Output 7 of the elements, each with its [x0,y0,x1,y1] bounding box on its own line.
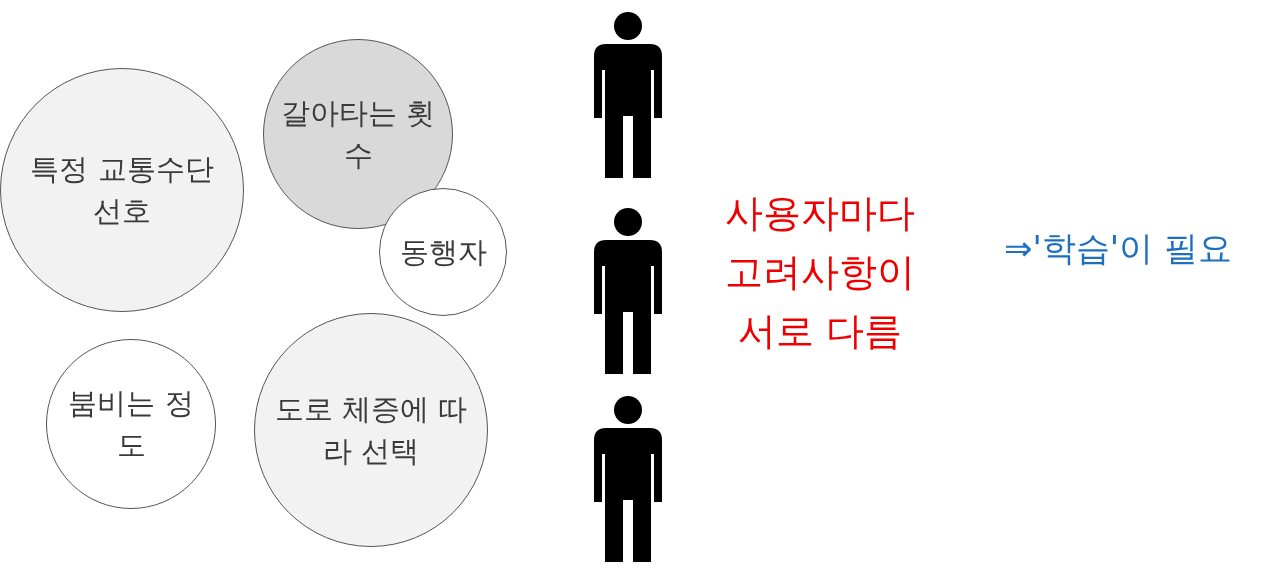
circle-label: 특정 교통수단 선호 [29,150,215,230]
circle-label: 도로 체증에 따라 선택 [273,390,469,470]
circle-label: 갈아타는 횟수 [279,94,437,174]
handwritten-note: 사용자마다 고려사항이 서로 다름 [724,190,916,355]
circle-label: 붐비는 정도 [67,384,195,464]
circle-label: 동행자 [398,233,488,271]
handwritten-note: ⇒'학습'이 필요 [1003,227,1233,270]
